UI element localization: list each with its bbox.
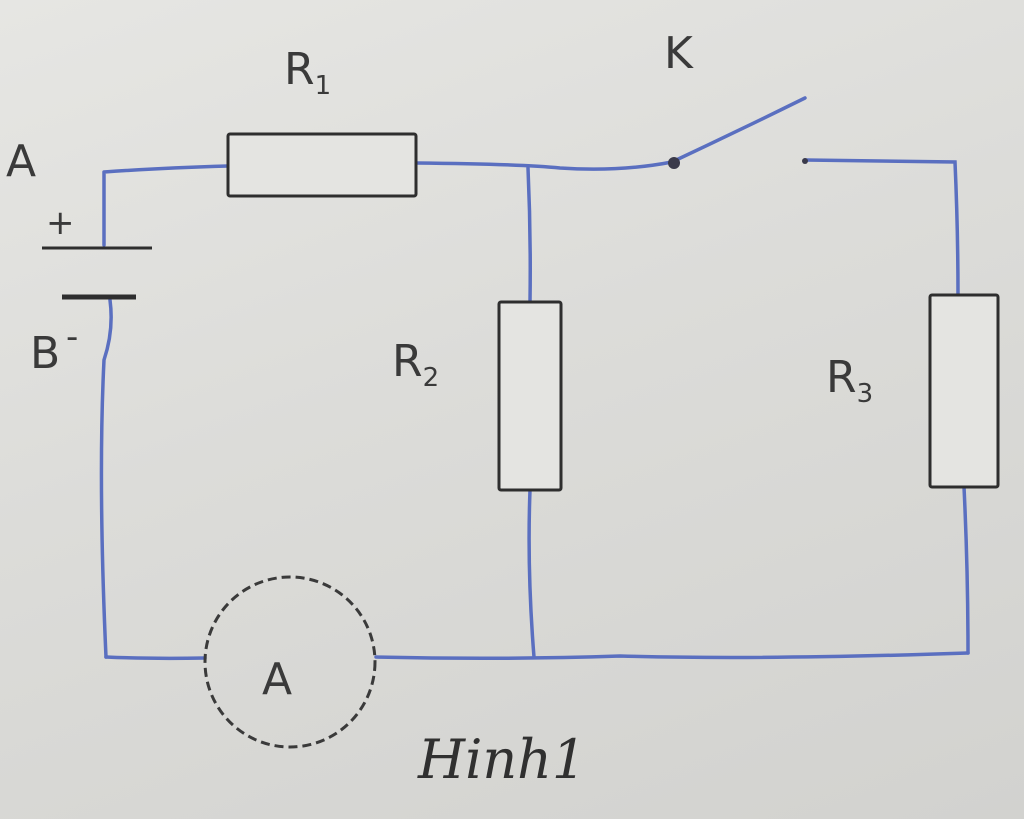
figure-caption: Hinh1 — [417, 728, 586, 791]
wire-switch-blade — [670, 96, 807, 164]
switch-contact-dot — [802, 158, 808, 164]
label-switch: K — [664, 28, 694, 79]
switch-pivot-dot — [668, 157, 680, 169]
label-r1: R1 — [284, 44, 331, 101]
wire-bottom-left — [104, 655, 207, 661]
wire-r3-to-bottom — [962, 485, 970, 655]
ammeter-circle — [203, 575, 377, 749]
wire-b-to-bottom — [99, 298, 113, 659]
resistor-r3 — [928, 293, 1000, 489]
wire-junction-to-r2 — [526, 166, 532, 304]
label-r2: R2 — [392, 336, 439, 393]
wires — [99, 96, 970, 661]
label-plus: + — [46, 203, 75, 243]
wire-bottom-right — [374, 651, 970, 661]
label-terminal-b: B — [30, 328, 60, 379]
wire-a-to-r1 — [102, 164, 230, 247]
wire-switch-to-r3 — [803, 158, 960, 297]
label-r3: R3 — [826, 352, 873, 409]
wire-r2-to-bottom — [527, 488, 536, 659]
resistor-r1 — [226, 132, 418, 198]
label-minus: - — [66, 317, 78, 357]
resistor-r2 — [497, 300, 563, 492]
label-terminal-a: A — [6, 136, 36, 187]
label-ammeter: A — [262, 654, 292, 705]
wire-r1-to-switch — [414, 160, 674, 171]
